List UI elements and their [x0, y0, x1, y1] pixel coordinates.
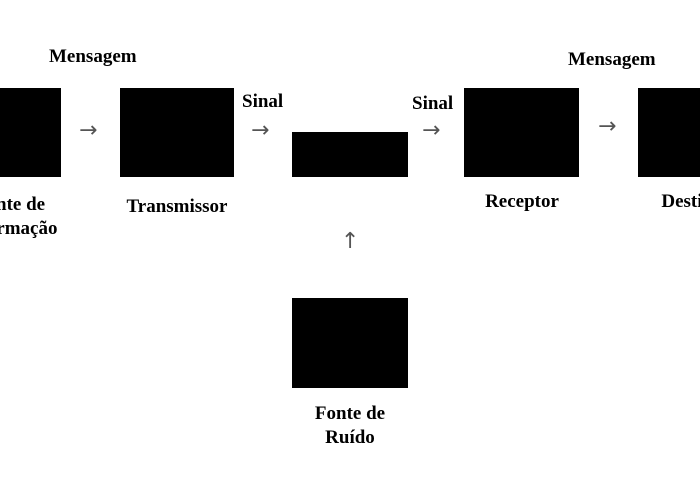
transmitter-caption: Transmissor: [126, 196, 228, 217]
destination-caption: Destino: [661, 191, 700, 212]
information-source-box: [0, 88, 61, 177]
arrow-right-icon: →: [422, 118, 441, 143]
transmitter-box: [120, 88, 234, 177]
information-source-caption-line2: Informação: [0, 218, 58, 239]
arrow-up-icon: ↑: [341, 229, 360, 254]
destination-box: [638, 88, 700, 177]
information-source-caption-line1: Fonte de: [0, 194, 46, 215]
noise-source-caption: Fonte de Ruído: [290, 402, 410, 450]
arrow-right-icon: →: [598, 114, 617, 139]
message-label-left: Mensagem: [49, 46, 137, 67]
signal-label-right: Sinal: [412, 93, 454, 114]
noise-source-caption-line1: Fonte de: [314, 403, 386, 424]
signal-label-left: Sinal: [242, 91, 284, 112]
arrow-right-icon: →: [251, 118, 270, 143]
channel-box: [292, 132, 408, 177]
receiver-caption: Receptor: [485, 191, 559, 212]
noise-source-caption-line2: Ruído: [325, 427, 375, 448]
receiver-box: [464, 88, 579, 177]
message-label-right: Mensagem: [568, 49, 656, 70]
noise-source-box: [292, 298, 408, 388]
arrow-right-icon: →: [79, 118, 98, 143]
information-source-caption: Fonte de Informação: [0, 193, 70, 241]
